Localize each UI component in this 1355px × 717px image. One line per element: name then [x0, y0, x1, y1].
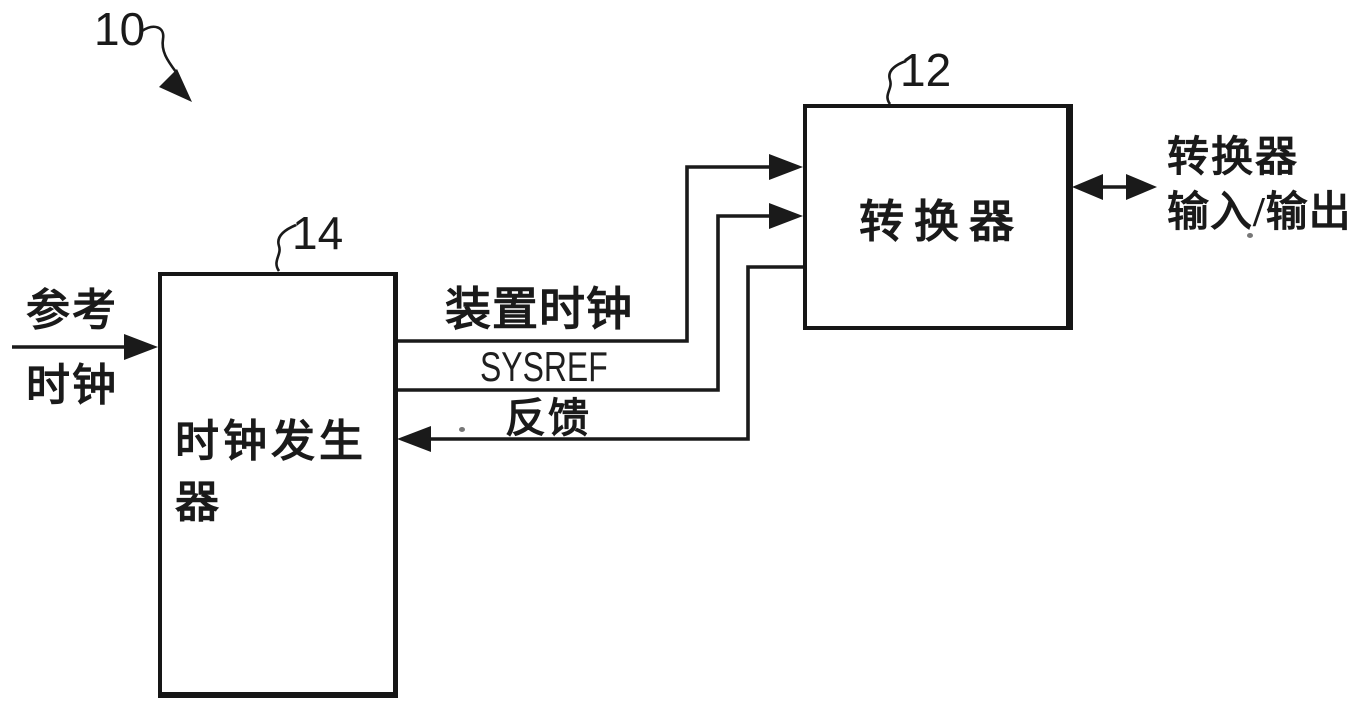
device-clock-wire: [397, 165, 771, 343]
ref-14-leader-curve: [275, 223, 297, 272]
reference-clock-label-line2: 时钟: [26, 361, 118, 410]
converter-io-right-arrowhead-icon: [1126, 174, 1157, 200]
device-clock-label: 装置时钟: [445, 284, 633, 335]
scan-speck: [1247, 233, 1253, 238]
scan-speck: [459, 427, 465, 432]
ref-12-leader-curve: [886, 59, 907, 105]
sysref-wire: [397, 214, 771, 392]
reference-clock-label-line1: 参考: [26, 286, 118, 335]
ref-10-arrowhead-icon: [159, 69, 192, 102]
converter-block: 转换器: [803, 104, 1073, 330]
clock-generator-label: 时钟发生器: [175, 417, 367, 527]
feedback-wire: [429, 265, 803, 441]
ref-numeral-10: 10: [94, 3, 146, 55]
feedback-label: 反馈: [505, 395, 591, 441]
converter-io-left-arrowhead-icon: [1072, 174, 1103, 200]
device-clock-arrowhead-icon: [769, 154, 803, 180]
clock-generator-block: 时钟发生器: [158, 272, 398, 698]
ref-10-leader-curve: [141, 25, 178, 73]
converter-io-label-line1: 转换器: [1167, 135, 1300, 181]
converter-io-label-line2: 输入/输出: [1167, 190, 1352, 236]
ref-numeral-12: 12: [900, 44, 952, 96]
reference-clock-arrowhead-icon: [124, 334, 158, 360]
sysref-arrowhead-icon: [769, 203, 803, 229]
feedback-arrowhead-icon: [397, 426, 431, 452]
converter-label: 转换器: [858, 196, 1024, 247]
sysref-label: SYSREF: [480, 343, 608, 390]
ref-numeral-14: 14: [292, 207, 344, 259]
